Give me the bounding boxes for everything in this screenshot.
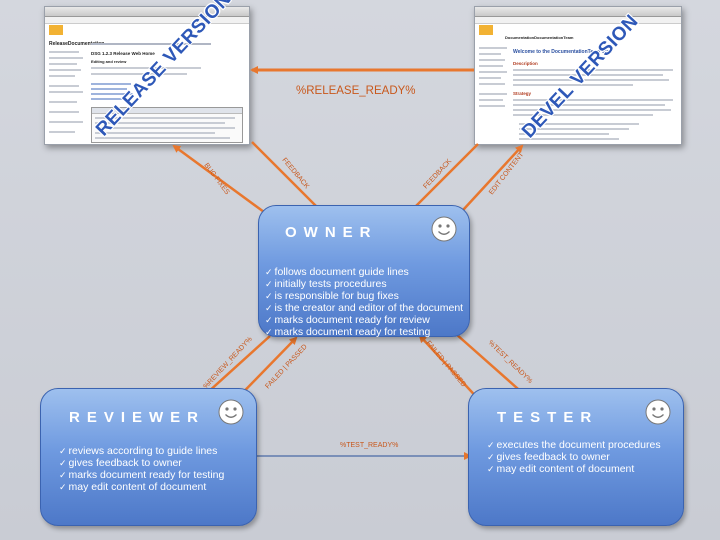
list-item: may edit content of document [59,481,224,493]
list-item: gives feedback to owner [487,451,661,463]
smiley-icon [218,399,244,425]
release-subheading: Editing and review [91,59,127,64]
test-ready-bottom-label: %TEST_READY% [340,442,398,449]
release-page-title: ReleaseDocumentation [49,41,105,47]
list-item: is responsible for bug fixes [265,290,463,302]
review-ready-label: %REVIEW_READY% [202,336,254,391]
owner-responsibilities: follows document guide lines initially t… [265,266,464,338]
feedback-right-arrow [406,143,479,216]
edit-content-label: EDIT CONTENT [488,151,526,197]
list-item: initially tests procedures [265,278,463,290]
list-item: gives feedback to owner [59,457,224,469]
list-item: marks document ready for testing [265,326,463,338]
list-item: marks document ready for testing [59,469,225,481]
release-ready-label: %RELEASE_READY% [296,85,416,97]
owner-title: OWNER [285,224,378,241]
reviewer-responsibilities: reviews according to guide lines gives f… [59,445,225,493]
twiki-logo [49,25,63,35]
list-item: may edit content of document [487,463,661,475]
failed-passed-left-label: FAILED | PASSED [264,343,308,390]
browser-toolbar [475,17,681,24]
tester-box: TESTER executes the document procedures … [468,388,684,526]
browser-toolbar [45,17,249,24]
browser-titlebar [45,7,249,17]
test-ready-right-arrow [455,333,528,398]
release-version-screenshot: ReleaseDocumentation DSG 1.2.3 Release W… [44,6,250,145]
smiley-icon [645,399,671,425]
owner-box: OWNER follows document guide lines initi… [258,205,470,338]
list-item: marks document ready for review [265,314,463,326]
devel-section-description: Description [513,61,538,66]
tester-responsibilities: executes the document procedures gives f… [487,439,661,475]
list-item: follows document guide lines [265,266,463,278]
devel-page-title: DocumentationDocumentationTeam [505,35,574,40]
bug-fixes-label: BUG FIXES [202,162,230,196]
list-item: is the creator and editor of the documen… [265,302,464,314]
browser-titlebar [475,7,681,17]
list-item: reviews according to guide lines [59,445,224,457]
reviewer-box: REVIEWER reviews according to guide line… [40,388,257,526]
bug-fixes-arrow [172,144,265,214]
release-history-table [91,107,243,143]
smiley-icon [431,216,457,242]
twiki-logo [479,25,493,35]
list-item: executes the document procedures [487,439,661,451]
failed-passed-right-label: FAILED | PASSED [424,340,466,389]
feedback-left-arrow [251,141,326,216]
devel-version-screenshot: DocumentationDocumentationTeam Welcome t… [474,6,682,145]
devel-section-strategy: Strategy [513,91,532,96]
reviewer-title: REVIEWER [69,409,206,426]
release-heading: DSG 1.2.3 Release Web Home [91,51,155,56]
tester-title: TESTER [497,409,599,426]
test-ready-right-label: %TEST_READY% [487,339,534,385]
devel-heading: Welcome to the DocumentationTeam Web [513,49,613,55]
